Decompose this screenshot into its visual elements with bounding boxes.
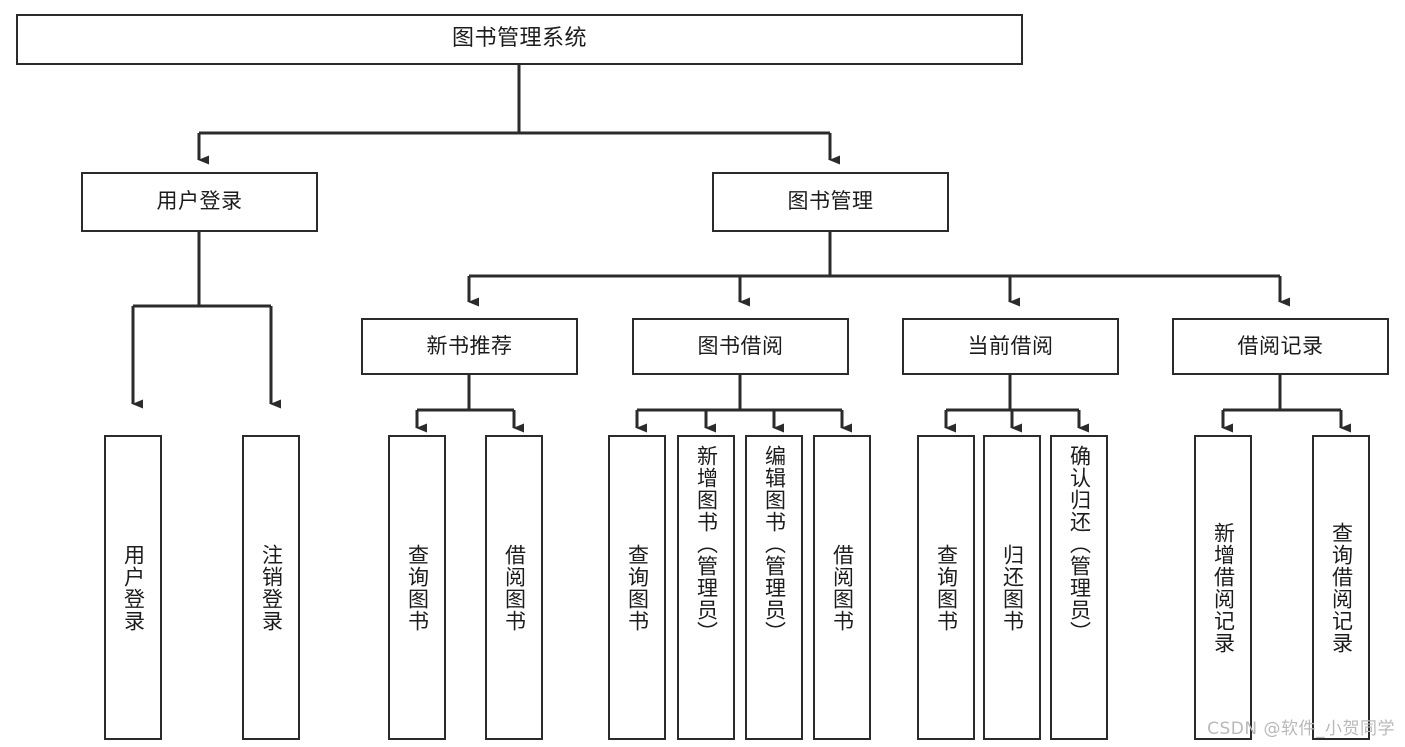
leaf-confirm-return[interactable]: 确认归还（管理员）	[1050, 435, 1108, 740]
node-label: 确认归还（管理员）	[1067, 445, 1092, 643]
leaf-edit-book[interactable]: 编辑图书（管理员）	[745, 435, 803, 740]
leaf-logout[interactable]: 注销登录	[242, 435, 300, 740]
node-label: 图书管理	[787, 189, 874, 214]
node-label: 借阅图书	[502, 543, 527, 632]
leaf-add-book[interactable]: 新增图书（管理员）	[677, 435, 735, 740]
leaf-query-book-3[interactable]: 查询图书	[917, 435, 975, 740]
node-label: 归还图书	[1000, 543, 1025, 632]
node-label: 查询借阅记录	[1329, 521, 1354, 654]
leaf-borrow-book-2[interactable]: 借阅图书	[813, 435, 871, 740]
leaf-borrow-book-1[interactable]: 借阅图书	[485, 435, 543, 740]
node-label: 注销登录	[259, 543, 284, 632]
watermark-text: CSDN @软件_小贺同学	[1207, 719, 1395, 739]
leaf-query-record[interactable]: 查询借阅记录	[1312, 435, 1370, 740]
node-label: 图书管理系统	[451, 26, 587, 52]
node-user-login[interactable]: 用户登录	[81, 172, 318, 232]
leaf-user-login[interactable]: 用户登录	[104, 435, 162, 740]
leaf-query-book-1[interactable]: 查询图书	[388, 435, 446, 740]
node-label: 用户登录	[121, 543, 146, 632]
leaf-return-book[interactable]: 归还图书	[983, 435, 1041, 740]
node-label: 借阅图书	[830, 543, 855, 632]
node-root-system[interactable]: 图书管理系统	[16, 14, 1023, 65]
node-label: 查询图书	[934, 543, 959, 632]
node-label: 当前借阅	[967, 333, 1054, 358]
leaf-query-book-2[interactable]: 查询图书	[608, 435, 666, 740]
node-label: 用户登录	[156, 189, 243, 214]
node-book-borrow[interactable]: 图书借阅	[632, 318, 849, 375]
node-label: 新增图书（管理员）	[694, 445, 719, 643]
node-book-manage[interactable]: 图书管理	[712, 172, 949, 232]
node-borrow-record[interactable]: 借阅记录	[1172, 318, 1389, 375]
node-new-book-recommend[interactable]: 新书推荐	[361, 318, 578, 375]
leaf-add-record[interactable]: 新增借阅记录	[1194, 435, 1252, 740]
node-label: 编辑图书（管理员）	[762, 445, 787, 643]
node-label: 新书推荐	[426, 333, 513, 358]
node-label: 图书借阅	[697, 333, 784, 358]
node-label: 查询图书	[625, 543, 650, 632]
node-label: 查询图书	[405, 543, 430, 632]
node-label: 新增借阅记录	[1211, 521, 1236, 654]
node-current-borrow[interactable]: 当前借阅	[902, 318, 1119, 375]
node-label: 借阅记录	[1237, 333, 1324, 358]
